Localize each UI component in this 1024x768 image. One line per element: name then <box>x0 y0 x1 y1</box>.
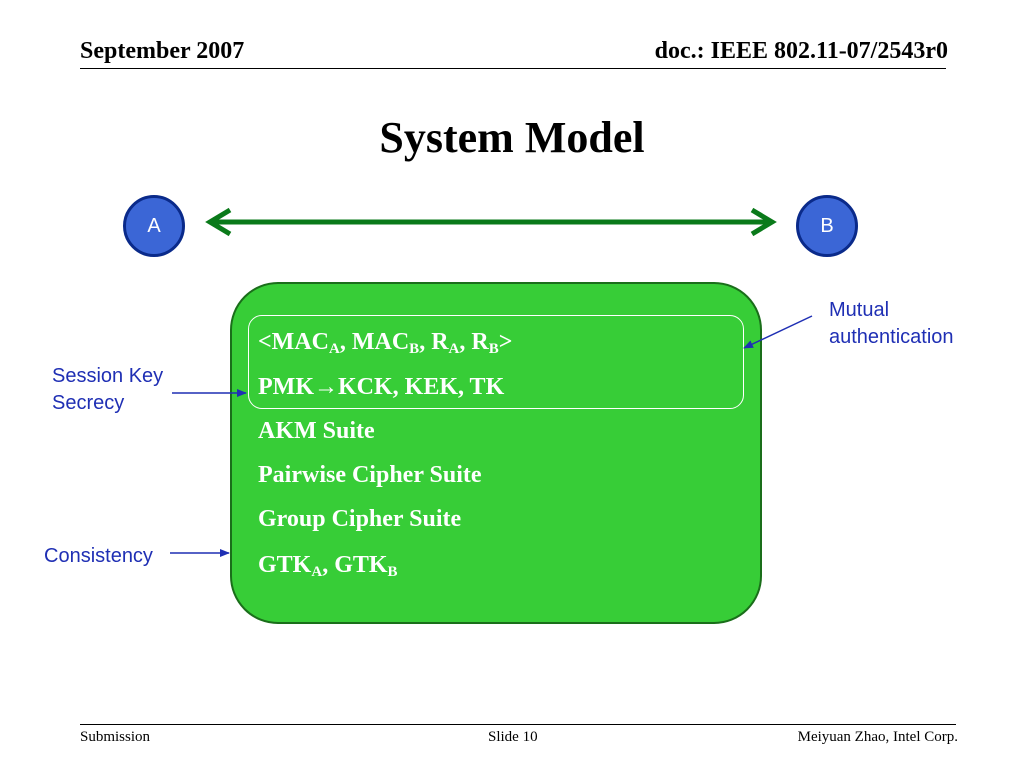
mutual-auth-group <box>248 315 744 409</box>
footer-divider <box>80 724 956 725</box>
footer-author: Meiyuan Zhao, Intel Corp. <box>797 729 958 745</box>
key-material-box <box>230 282 762 624</box>
header-date: September 2007 <box>80 38 245 64</box>
subscript: B <box>409 341 420 357</box>
subscript: B <box>387 564 398 580</box>
mutual-link-arrow <box>205 207 777 237</box>
mutual-callout-arrow <box>743 315 813 349</box>
box-item-gtk: GTKA, GTKB <box>258 552 398 580</box>
box-item-pmk-keys: PMK→KCK, KEK, TK <box>258 374 505 400</box>
callout-session-key-secrecy: Session Key Secrecy <box>52 363 163 417</box>
subscript: A <box>448 341 460 357</box>
box-item-akm-suite: AKM Suite <box>258 418 375 444</box>
slide-title: System Model <box>379 113 645 162</box>
callout-consistency: Consistency <box>44 545 153 567</box>
subscript: B <box>488 341 499 357</box>
callout-session-line-2: Secrecy <box>52 392 125 414</box>
node-a: A <box>123 195 185 257</box>
node-b: B <box>796 195 858 257</box>
box-item-group-cipher: Group Cipher Suite <box>258 506 462 532</box>
callout-mutual-authentication: Mutual authentication <box>829 297 954 351</box>
box-item-pairwise-cipher: Pairwise Cipher Suite <box>258 462 482 488</box>
header-divider <box>80 68 946 69</box>
callout-mutual-line-1: Mutual <box>829 299 890 321</box>
box-item-mac-nonces: <MACA, MACB, RA, RB> <box>258 329 513 357</box>
callout-session-line-1: Session Key <box>52 365 164 387</box>
subscript: A <box>311 564 323 580</box>
header-doc-id: doc.: IEEE 802.11-07/2543r0 <box>654 38 948 64</box>
footer-submission: Submission <box>80 729 151 745</box>
footer-slide-number: Slide 10 <box>488 729 538 745</box>
subscript: A <box>329 341 340 357</box>
callout-mutual-line-2: authentication <box>829 326 954 348</box>
